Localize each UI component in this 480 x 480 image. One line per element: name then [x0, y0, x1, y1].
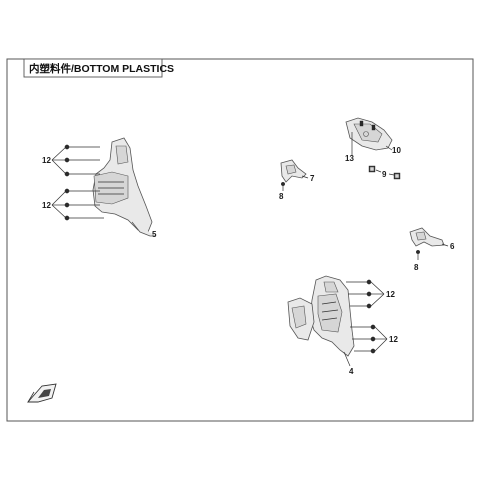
callout-5: 5 — [152, 230, 157, 239]
diagram-frame — [6, 58, 474, 422]
callout-4: 4 — [349, 367, 354, 376]
callout-12-right-upper: 12 — [386, 290, 395, 299]
screw-8-mid — [281, 181, 286, 186]
part-10-upper-bracket[interactable] — [345, 117, 393, 151]
screws-12-left-upper — [51, 144, 100, 177]
part-6-small-bracket[interactable] — [409, 227, 445, 247]
callout-12-left-lower: 12 — [42, 201, 51, 210]
callout-12-right-lower: 12 — [389, 335, 398, 344]
callout-6: 6 — [450, 242, 455, 251]
front-direction-arrow-icon — [27, 383, 57, 403]
part-7-small-bracket[interactable] — [280, 159, 307, 183]
screws-12-left-lower — [51, 188, 104, 221]
screws-12-right-upper — [346, 279, 385, 309]
callout-9: 9 — [382, 170, 387, 179]
screws-12-right-lower — [350, 324, 388, 354]
callout-10: 10 — [392, 146, 401, 155]
title-box — [23, 58, 163, 78]
callout-13: 13 — [345, 154, 354, 163]
clips-9 — [368, 165, 401, 180]
callout-8-mid: 8 — [279, 192, 284, 201]
callout-8-right: 8 — [414, 263, 419, 272]
callout-7: 7 — [310, 174, 315, 183]
diagram-title: 内塑料件/BOTTOM PLASTICS — [29, 62, 174, 75]
part-5-left-inner-panel[interactable] — [92, 137, 156, 237]
callout-12-left-upper: 12 — [42, 156, 51, 165]
screw-8-right — [416, 249, 421, 254]
part-4-right-inner-panel[interactable] — [287, 275, 355, 357]
